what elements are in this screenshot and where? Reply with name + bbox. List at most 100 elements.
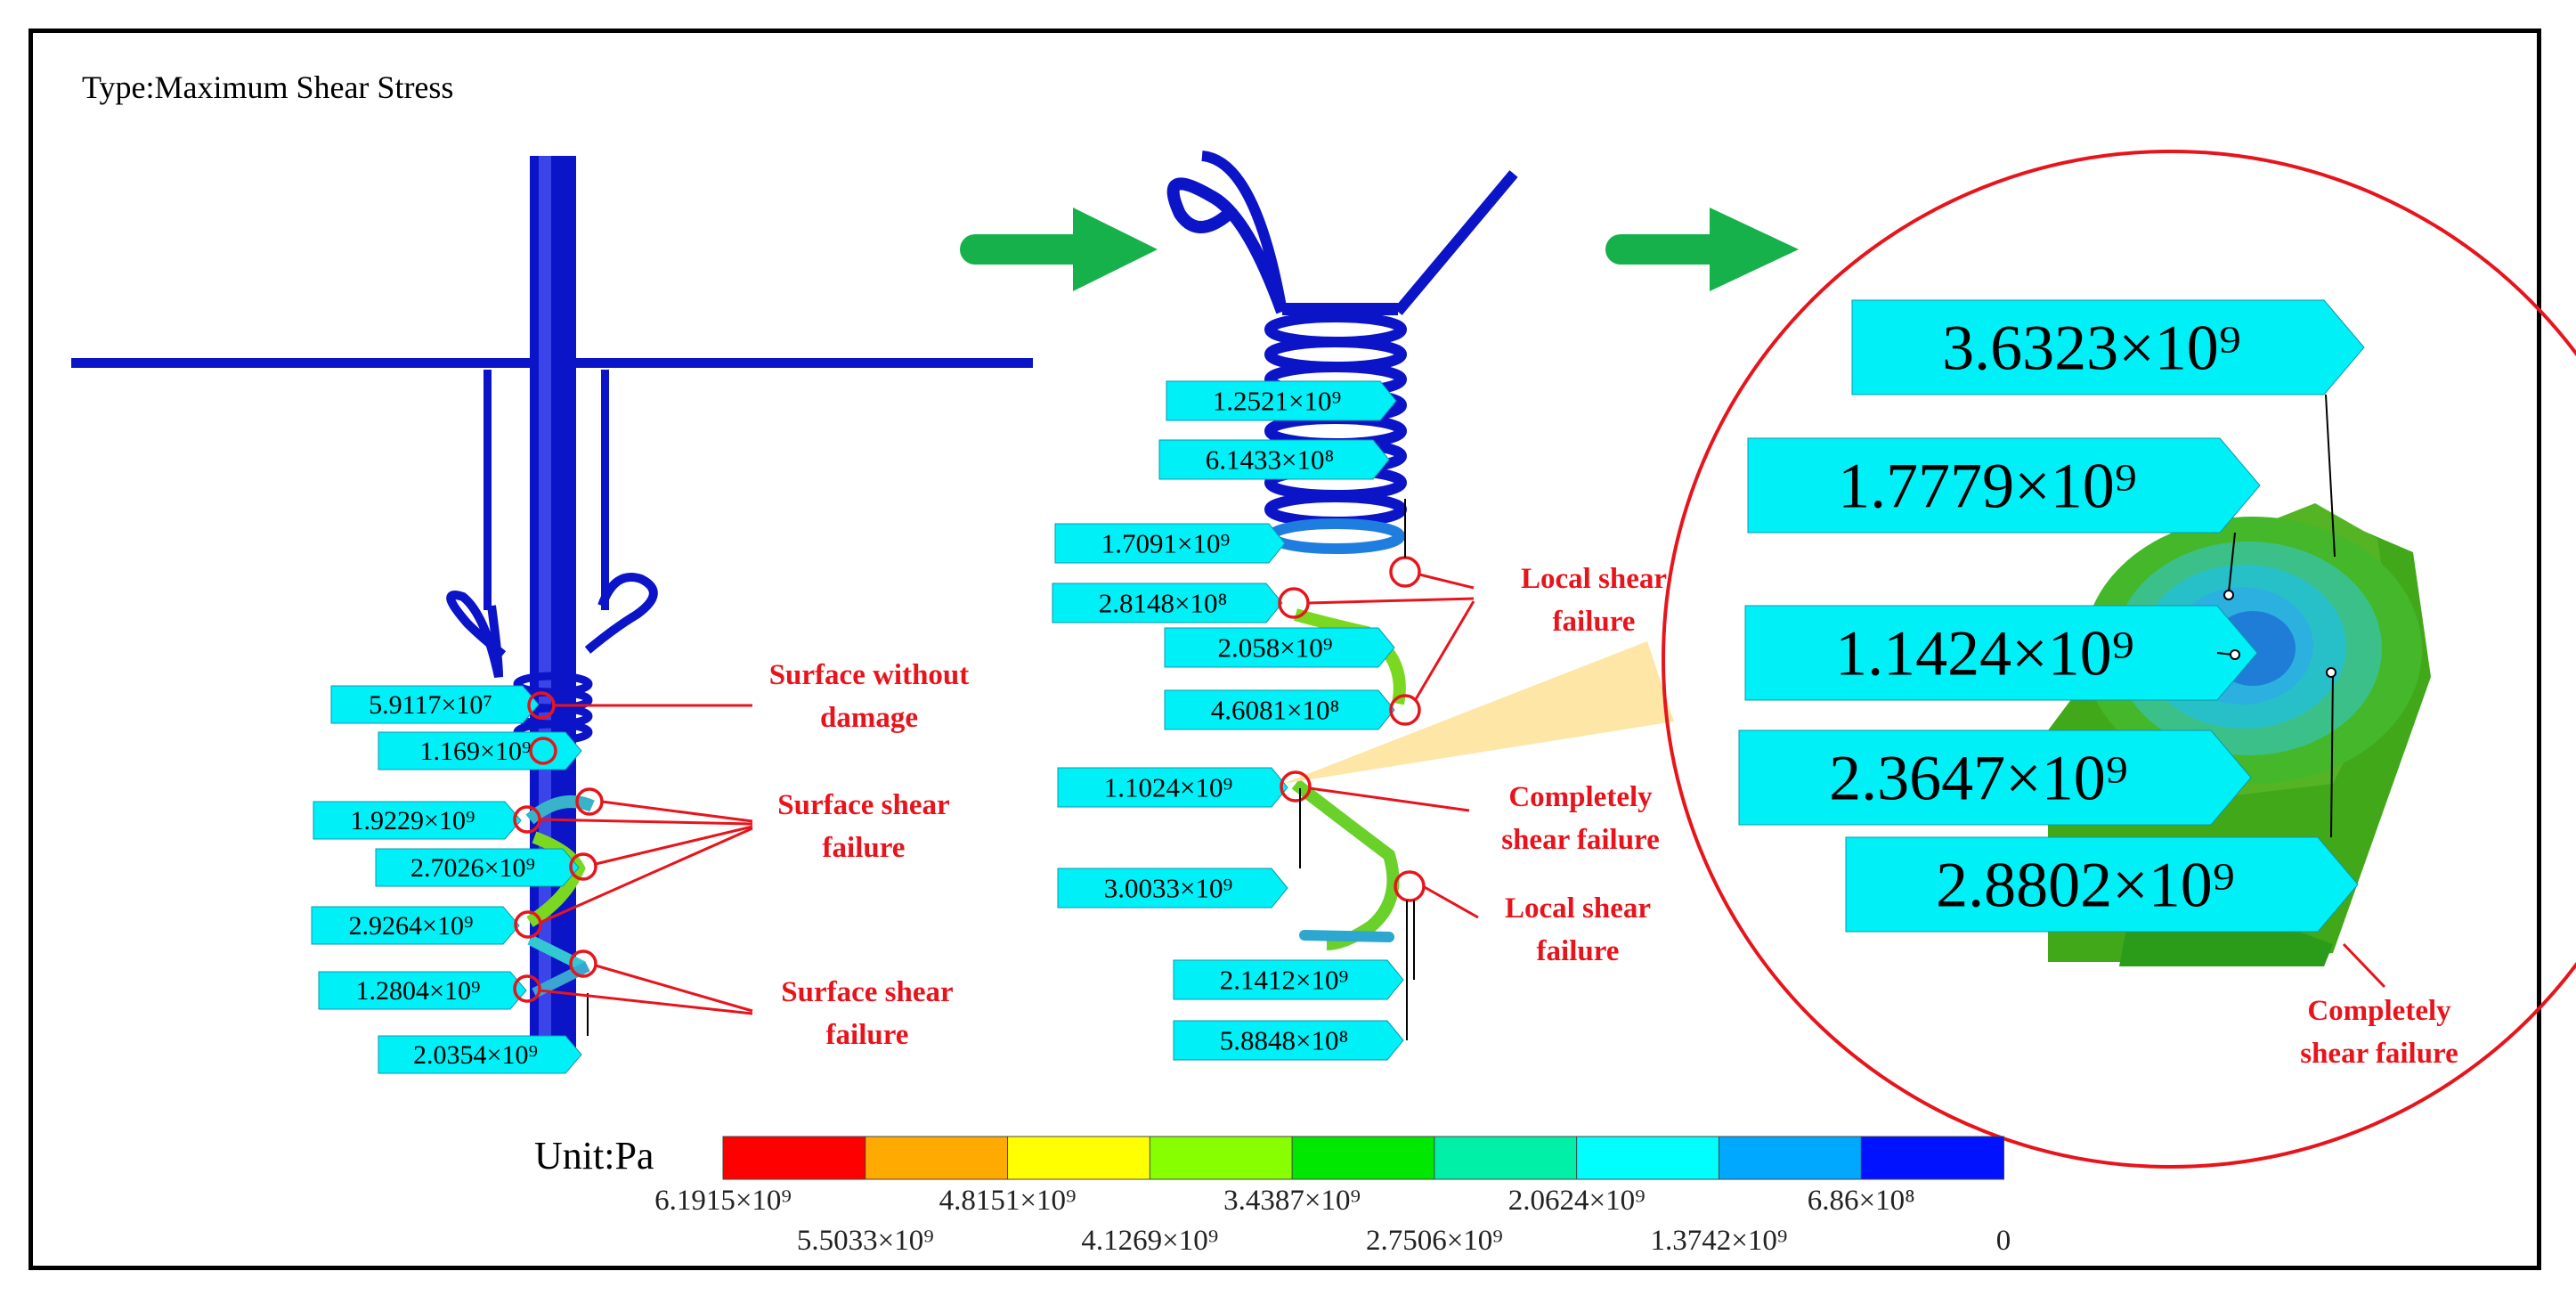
annotation-line-2: failure: [826, 1019, 909, 1051]
panel-3-tag-3: 2.3647×10⁹: [1738, 729, 2252, 826]
legend-tick-top: 4.8151×10⁹: [939, 1185, 1077, 1217]
probe-point: [2223, 590, 2234, 600]
tag-shape: [1173, 959, 1404, 1000]
panel-2-tag-1: 6.1433×10⁸: [1158, 439, 1390, 480]
legend-colorbar: [722, 1136, 2004, 1180]
zoom-circle: [1662, 150, 2576, 1169]
panel-2-tag-0: 1.2521×10⁹: [1166, 380, 1397, 421]
failure-marker-circle: [514, 910, 542, 939]
failure-marker-circle: [569, 949, 597, 978]
annotation-line-2: shear failure: [1501, 824, 1660, 856]
annotation-line-1: Completely: [2307, 995, 2451, 1027]
tag-shape: [1164, 689, 1395, 730]
tag-shape: [378, 1035, 582, 1074]
pointer-line: [2330, 672, 2334, 838]
failure-marker-circle: [1394, 870, 1426, 902]
tag-value: 2.1412×10⁹: [1220, 965, 1349, 996]
panel-2-tag-4: 2.058×10⁹: [1164, 627, 1395, 668]
tag-shape: [1173, 1020, 1404, 1061]
panel-3-tag-0: 3.6323×10⁹: [1851, 299, 2365, 395]
tag-shape: [1054, 523, 1286, 564]
legend-tick-top: 3.4387×10⁹: [1223, 1185, 1361, 1217]
legend-tick-bottom: 0: [1996, 1225, 2011, 1257]
tag-shape: [1158, 439, 1390, 480]
panel-1-annotation-0: Surface without damage: [769, 659, 970, 734]
tag-shape: [1744, 605, 2258, 701]
panel-1-tag-1: 1.169×10⁹: [378, 731, 582, 770]
tag-value: 1.2804×10⁹: [356, 976, 481, 1006]
failure-marker-circle: [1280, 770, 1312, 803]
legend-tick-bottom: 4.1269×10⁹: [1081, 1225, 1218, 1257]
figure-title: Type:Maximum Shear Stress: [82, 69, 453, 105]
tag-value: 1.1024×10⁹: [1104, 772, 1233, 803]
leader-line: [539, 989, 753, 1015]
tag-shape: [318, 971, 527, 1010]
pointer-line: [2325, 394, 2336, 558]
panel-3-tags: 3.6323×10⁹1.7779×10⁹1.1424×10⁹2.3647×10⁹…: [1738, 299, 2365, 933]
tag-value: 2.7026×10⁹: [410, 853, 535, 883]
tag-shape: [1851, 299, 2365, 395]
annotation-line-1: Surface shear: [781, 976, 953, 1008]
legend-tick-bottom: 5.5033×10⁹: [797, 1225, 934, 1257]
panel-2-tag-5: 4.6081×10⁸: [1164, 689, 1395, 730]
leader-line: [601, 800, 753, 823]
leader-line: [539, 818, 753, 826]
panel-2-tag-6: 1.1024×10⁹: [1057, 767, 1288, 808]
failure-marker-circle: [513, 974, 541, 1003]
tag-shape: [378, 731, 582, 770]
tag-value: 4.6081×10⁸: [1211, 695, 1340, 726]
leader-line: [1307, 597, 1475, 605]
failure-marker-circle: [569, 852, 597, 881]
annotation-line-1: Completely: [1508, 781, 1653, 813]
tag-shape: [1057, 868, 1288, 909]
tag-value: 3.0033×10⁹: [1104, 873, 1233, 904]
panel-1-tag-6: 2.0354×10⁹: [378, 1035, 582, 1074]
legend-tick-top: 2.0624×10⁹: [1508, 1185, 1646, 1217]
legend-band: [1718, 1136, 1863, 1180]
failure-marker-circle: [1278, 587, 1310, 619]
legend-tick-bottom: 2.7506×10⁹: [1366, 1225, 1503, 1257]
tag-shape: [1164, 627, 1395, 668]
panel-2-tag-2: 1.7091×10⁹: [1054, 523, 1286, 564]
tag-shape: [1057, 767, 1288, 808]
annotation-line-1: Surface shear: [777, 789, 949, 821]
annotation-line-2: damage: [820, 702, 918, 734]
tag-shape: [1052, 583, 1283, 623]
legend-band: [722, 1136, 866, 1180]
tag-value: 1.7091×10⁹: [1101, 528, 1231, 559]
probe-point: [2230, 649, 2240, 660]
tag-value: 1.169×10⁹: [420, 737, 532, 766]
tag-value: 1.1424×10⁹: [1835, 617, 2134, 689]
panel-1-tag-4: 2.9264×10⁹: [311, 906, 520, 945]
panel-1-tag-0: 5.9117×10⁷: [330, 685, 540, 724]
pointer-line: [2228, 532, 2236, 593]
tag-value: 2.8148×10⁸: [1099, 588, 1228, 619]
leader-line: [539, 827, 753, 925]
failure-marker-circle: [529, 737, 557, 765]
panel-2-tags: 1.2521×10⁹ 6.1433×10⁸ 1.7091×10⁹ 2.8148×10⁸…: [1052, 380, 1404, 1061]
probe-point: [2326, 667, 2336, 678]
leader-line: [1309, 786, 1470, 812]
tag-value: 1.9229×10⁹: [351, 806, 475, 835]
panel-1-tag-3: 2.7026×10⁹: [375, 848, 580, 887]
tag-value: 5.9117×10⁷: [369, 690, 492, 720]
tag-shape: [313, 801, 522, 840]
leader-line: [1414, 600, 1475, 700]
failure-marker-circle: [1389, 694, 1421, 726]
leader-line: [595, 964, 753, 1013]
legend-band: [1291, 1136, 1435, 1180]
leader-line: [595, 825, 753, 866]
annotation-line-1: Local shear: [1521, 563, 1667, 595]
arrow-1-icon: [960, 208, 1158, 291]
annotation-line-1: Surface without: [769, 659, 970, 691]
annotation-line-2: failure: [1553, 606, 1636, 638]
legend-band: [1860, 1136, 2004, 1180]
panel-1-annotation-2: Surface shear failure: [781, 976, 953, 1051]
annotation-line-2: failure: [1537, 935, 1620, 967]
